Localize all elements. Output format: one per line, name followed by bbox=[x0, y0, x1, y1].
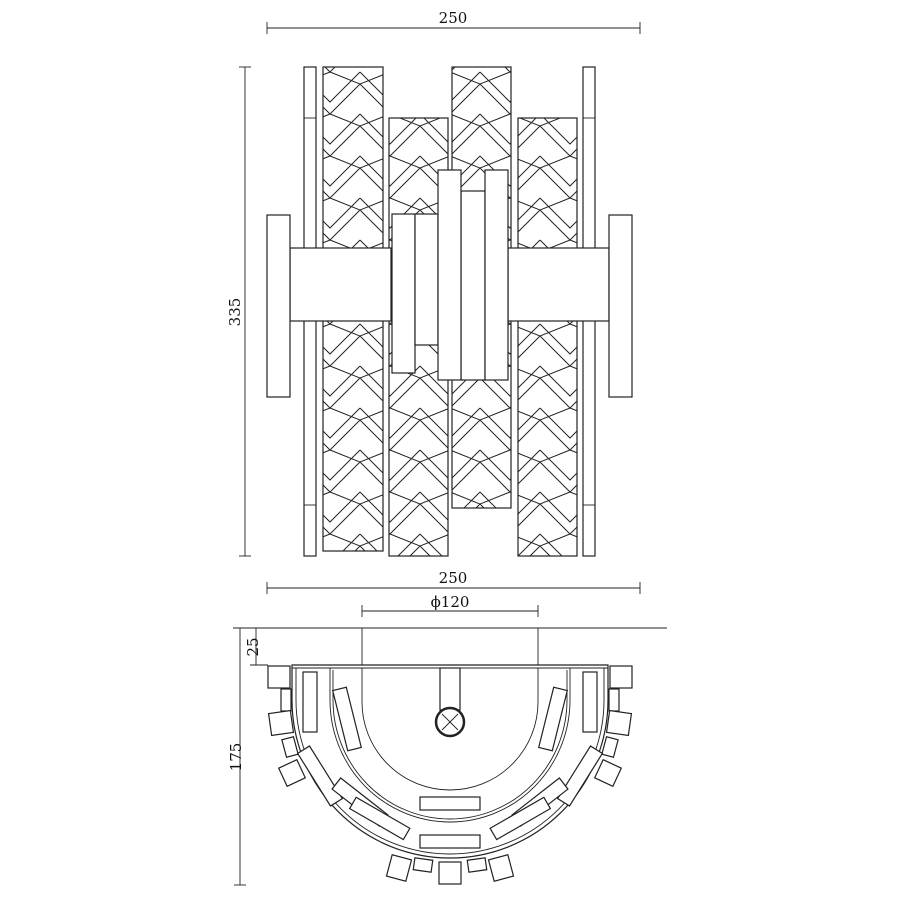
canopy-diameter-label: ϕ120 bbox=[431, 593, 470, 611]
height-label: 335 bbox=[226, 298, 244, 327]
width-dimension: 250 bbox=[266, 9, 641, 34]
mounting-bar bbox=[266, 214, 633, 398]
depth-dimension: 175 bbox=[227, 628, 246, 886]
canopy-depth-label: 25 bbox=[244, 637, 262, 656]
crystal-slots bbox=[296, 671, 604, 849]
top-width-label: 250 bbox=[439, 569, 468, 587]
front-view: 250 335 bbox=[226, 9, 641, 557]
inner-ring bbox=[329, 668, 571, 823]
depth-label: 175 bbox=[227, 743, 245, 772]
width-label: 250 bbox=[439, 9, 468, 27]
canopy-diameter-dimension: ϕ120 bbox=[361, 593, 539, 617]
height-dimension: 335 bbox=[226, 66, 251, 557]
edge-crystals bbox=[267, 665, 633, 885]
top-view: 250 ϕ120 25 175 bbox=[227, 569, 667, 886]
top-width-dimension: 250 bbox=[266, 569, 641, 594]
canopy-depth-dimension: 25 bbox=[244, 628, 268, 666]
canopy-outline bbox=[361, 668, 539, 791]
center-rods bbox=[391, 169, 509, 381]
mounting-screw-icon bbox=[434, 667, 466, 738]
